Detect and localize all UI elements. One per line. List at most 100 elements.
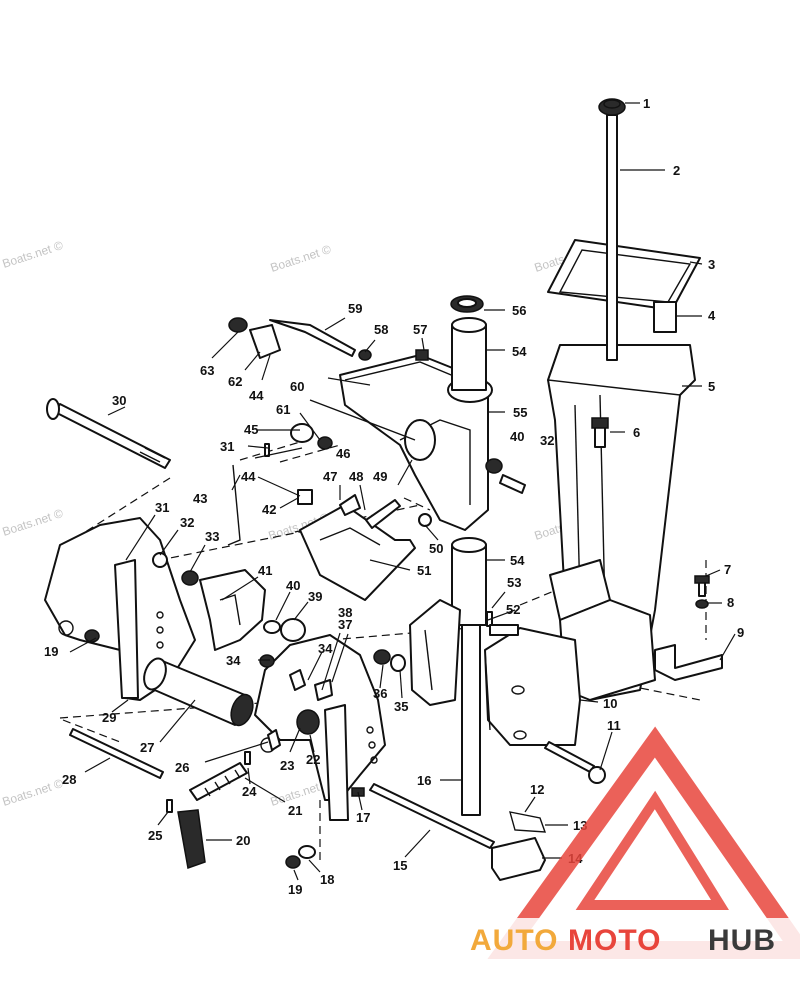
callout-15: 15	[393, 858, 407, 873]
nut-58	[358, 349, 372, 361]
bushing-54-upper	[450, 295, 487, 391]
callout-46: 46	[336, 446, 350, 461]
callout-26: 26	[175, 760, 189, 775]
callout-8: 8	[727, 595, 734, 610]
callout-41: 41	[258, 563, 272, 578]
trim-cylinder	[143, 657, 254, 727]
callout-23: 23	[280, 758, 294, 773]
callout-12: 12	[530, 782, 544, 797]
bracket-9	[654, 644, 723, 681]
callout-29: 29	[102, 710, 116, 725]
washer-38	[289, 669, 306, 691]
callout-32a: 32	[180, 515, 194, 530]
watermark: Boats.net ©	[1, 776, 65, 809]
tilt-tube	[369, 783, 495, 849]
callout-34a: 34	[226, 653, 241, 668]
tilt-spring	[189, 709, 320, 801]
callout-57: 57	[413, 322, 427, 337]
callout-28: 28	[62, 772, 76, 787]
tilt-plate	[199, 464, 266, 651]
callout-6: 6	[633, 425, 640, 440]
shift-rod	[598, 98, 626, 361]
callout-16: 16	[417, 773, 431, 788]
callout-labels: 1 2 3 4 5 6 7 8 9 10 11 12 13 14 15 16 1…	[44, 96, 744, 897]
callout-32b: 32	[540, 433, 554, 448]
through-bolt-30	[46, 398, 171, 469]
callout-21: 21	[288, 803, 302, 818]
callout-54b: 54	[510, 553, 525, 568]
callout-36: 36	[373, 686, 387, 701]
bolt-6	[591, 417, 609, 448]
bolt-32b	[152, 552, 168, 568]
callout-56: 56	[512, 303, 526, 318]
callout-2: 2	[673, 163, 680, 178]
callout-9: 9	[737, 625, 744, 640]
callout-47: 47	[323, 469, 337, 484]
washer-40b	[485, 458, 503, 474]
callout-27: 27	[140, 740, 154, 755]
callout-55: 55	[513, 405, 527, 420]
spacer-33	[181, 570, 199, 586]
callout-18: 18	[320, 872, 334, 887]
bolt-11	[544, 741, 606, 784]
driveshaft-housing	[547, 239, 701, 701]
knob-23	[296, 709, 320, 735]
callout-53: 53	[507, 575, 521, 590]
callout-4: 4	[708, 308, 716, 323]
logo-text-moto: MOTO	[568, 924, 661, 957]
spring-48	[365, 499, 401, 529]
logo-text-auto: AUTO	[470, 924, 558, 957]
callout-11: 11	[607, 718, 621, 733]
shaft-28	[69, 728, 164, 779]
leader-lines	[69, 102, 736, 881]
callout-39: 39	[308, 589, 322, 604]
tilt-handle	[177, 809, 206, 870]
callout-19a: 19	[44, 644, 58, 659]
callout-31a: 31	[155, 500, 169, 515]
callout-7: 7	[724, 562, 731, 577]
lock-clamp	[491, 811, 547, 881]
callout-10: 10	[603, 696, 617, 711]
callout-34b: 34	[318, 641, 333, 656]
small-hardware	[84, 349, 526, 869]
callout-40b: 40	[510, 429, 524, 444]
callout-35: 35	[394, 699, 408, 714]
bushing-26	[267, 729, 281, 751]
callout-25: 25	[148, 828, 162, 843]
nut-34	[259, 654, 275, 668]
callout-40a: 40	[286, 578, 300, 593]
upper-linkage	[228, 317, 356, 450]
callout-51: 51	[417, 563, 431, 578]
nut-36	[373, 649, 391, 665]
ring-39	[280, 618, 306, 642]
callout-24: 24	[242, 784, 257, 799]
washer-8	[695, 599, 709, 609]
callout-50: 50	[429, 541, 443, 556]
bolt-50	[418, 513, 432, 527]
pin-31b	[264, 443, 270, 457]
callout-5: 5	[708, 379, 715, 394]
grommet	[598, 98, 626, 116]
callout-30: 30	[112, 393, 126, 408]
clip-47	[339, 494, 361, 516]
callout-52: 52	[506, 602, 520, 617]
callout-1: 1	[643, 96, 650, 111]
callout-37: 37	[338, 617, 352, 632]
callout-48: 48	[349, 469, 363, 484]
callout-62: 62	[228, 374, 242, 389]
cap-42	[297, 489, 313, 505]
callout-43: 43	[193, 491, 207, 506]
watermark: Boats.net ©	[269, 242, 333, 275]
pin-24	[244, 751, 251, 765]
gasket-4	[653, 301, 677, 333]
callout-54a: 54	[512, 344, 527, 359]
washer-40a	[263, 620, 281, 634]
washer-18	[298, 845, 316, 859]
nut-19b	[285, 855, 301, 869]
screw-7	[694, 575, 710, 597]
callout-42: 42	[262, 502, 276, 517]
callout-22: 22	[306, 752, 320, 767]
callout-63: 63	[200, 363, 214, 378]
pin-25	[166, 799, 173, 813]
